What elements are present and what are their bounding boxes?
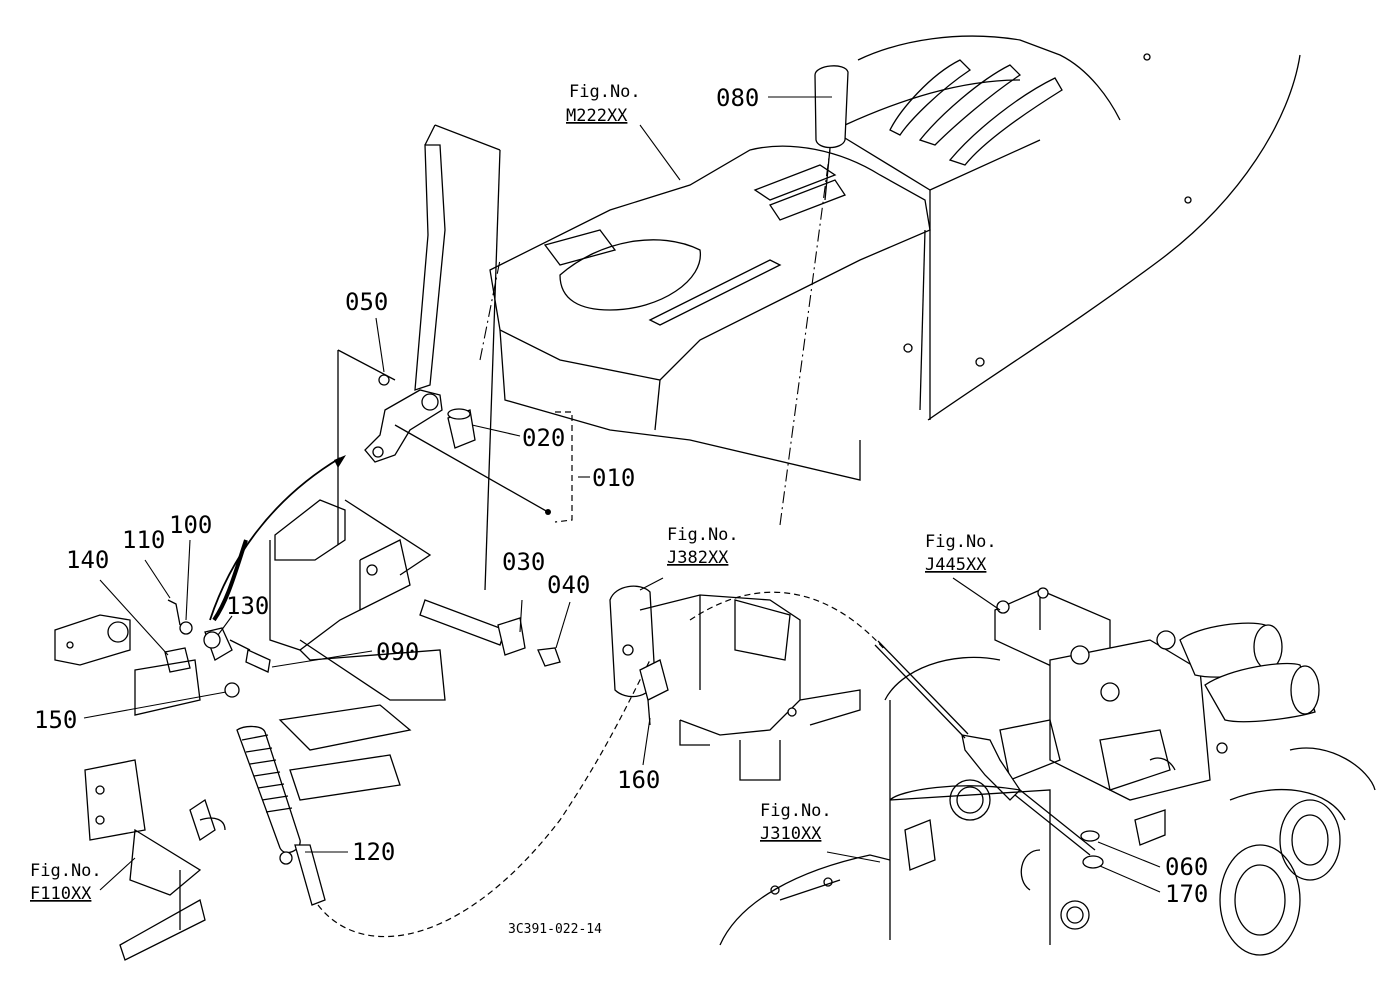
- figure-ref-label: Fig.No.: [925, 532, 997, 552]
- callout-110: 110: [122, 526, 165, 554]
- figure-ref-code: M222XX: [566, 106, 628, 126]
- callout-150: 150: [34, 706, 77, 734]
- leader-lines: [83, 96, 1161, 893]
- figure-ref-code: J445XX: [925, 555, 987, 575]
- callout-080: 080: [716, 84, 759, 112]
- figure-ref-j382: Fig.No. J382XX: [667, 525, 739, 568]
- callout-160: 160: [617, 766, 660, 794]
- callout-170: 170: [1165, 880, 1208, 908]
- callout-020: 020: [522, 424, 565, 452]
- figure-ref-code: J310XX: [760, 824, 822, 844]
- figure-ref-label: Fig.No.: [569, 82, 641, 102]
- figure-ref-j445: Fig.No. J445XX: [925, 532, 997, 575]
- figure-ref-j310: Fig.No. J310XX: [760, 801, 832, 844]
- figure-ref-code: F110XX: [30, 884, 92, 904]
- figure-ref-code: J382XX: [667, 548, 729, 568]
- callout-010: 010: [592, 464, 635, 492]
- callout-140: 140: [66, 546, 109, 574]
- callout-100: 100: [169, 511, 212, 539]
- cable-and-frame-drawing: [54, 591, 886, 961]
- control-valve-drawing: [719, 587, 1376, 956]
- callout-130: 130: [226, 592, 269, 620]
- figure-ref-m222: Fig.No. M222XX: [566, 82, 641, 126]
- figure-ref-label: Fig.No.: [667, 525, 739, 545]
- bracket-drawing: [209, 455, 561, 701]
- part-callouts: 080 050 020 010 030 040 090 130 100 110 …: [34, 84, 1208, 908]
- figure-ref-label: Fig.No.: [760, 801, 832, 821]
- callout-120: 120: [352, 838, 395, 866]
- cable-bracket-drawing: [609, 585, 861, 781]
- callout-090: 090: [376, 638, 419, 666]
- console-cover-drawing: [479, 35, 1301, 526]
- hand-lever-drawing: [337, 124, 573, 591]
- figure-ref-label: Fig.No.: [30, 861, 102, 881]
- figure-ref-f110: Fig.No. F110XX: [30, 861, 102, 904]
- callout-060: 060: [1165, 853, 1208, 881]
- document-id: 3C391-022-14: [508, 922, 602, 937]
- callout-030: 030: [502, 548, 545, 576]
- callout-040: 040: [547, 571, 590, 599]
- callout-050: 050: [345, 288, 388, 316]
